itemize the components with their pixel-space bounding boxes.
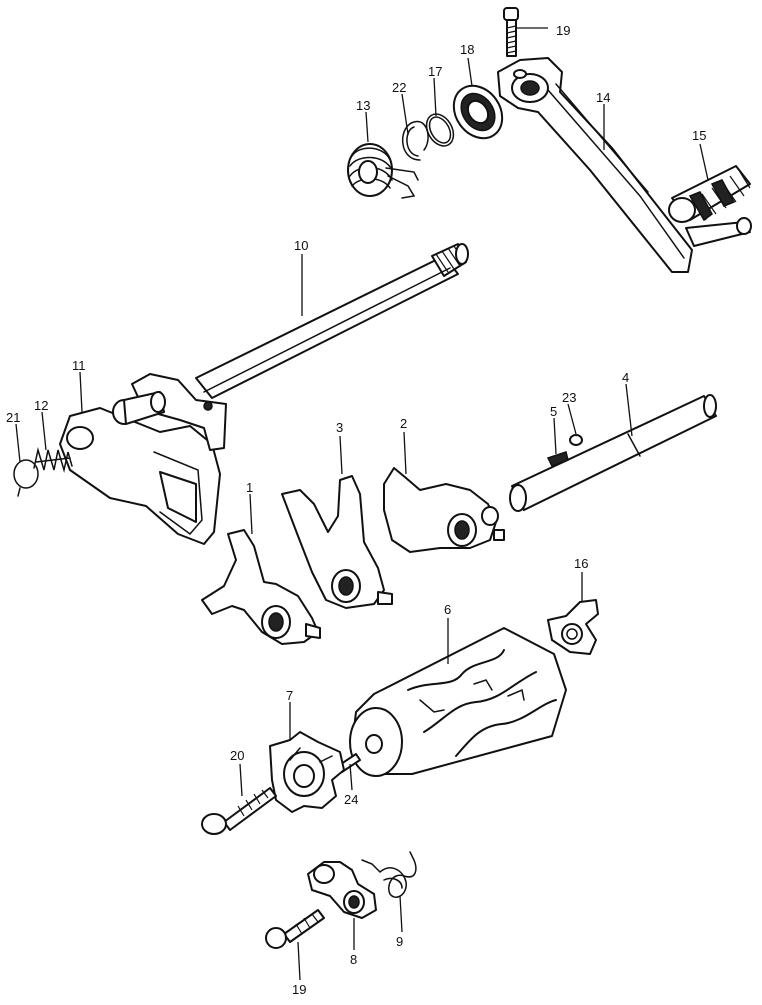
callout-4: 4: [622, 370, 629, 385]
part-8-stopper-arm: [307, 861, 377, 919]
callout-11: 11: [72, 358, 86, 373]
callout-5: 5: [550, 404, 557, 419]
callout-22: 22: [392, 80, 406, 95]
part-4-fork-shaft: [509, 394, 717, 512]
callout-13: 13: [356, 98, 370, 113]
part-17-o-ring: [425, 113, 455, 147]
callout-15: 15: [692, 128, 706, 143]
callout-6: 6: [444, 602, 451, 617]
part-15-pedal-rubber: [668, 165, 752, 247]
callout-20: 20: [230, 748, 244, 763]
callout-9: 9: [396, 934, 403, 949]
callout-7: 7: [286, 688, 293, 703]
part-11-shift-arm: [59, 373, 227, 545]
part-21-circlip: [13, 459, 39, 497]
callout-8: 8: [350, 952, 357, 967]
callout-23: 23: [562, 390, 576, 405]
part-22-circlip: [401, 120, 429, 161]
part-19-bottom-bolt: [265, 909, 325, 949]
callout-14: 14: [596, 90, 610, 105]
leader-lines: [15, 27, 709, 981]
callout-24: 24: [344, 792, 358, 807]
part-7-drum-center: [269, 731, 345, 813]
callout-17: 17: [428, 64, 442, 79]
part-9-stopper-spring: [361, 851, 417, 898]
callout-19-bottom: 19: [292, 982, 306, 997]
callout-3: 3: [336, 420, 343, 435]
callout-21: 21: [6, 410, 20, 425]
part-1-shift-fork: [201, 529, 321, 645]
part-16-drum-stopper: [547, 599, 599, 655]
callout-16: 16: [574, 556, 588, 571]
callout-12: 12: [34, 398, 48, 413]
part-23-pin: [569, 434, 583, 446]
part-13-return-spring: [347, 143, 419, 199]
part-5-spring: [546, 451, 569, 467]
part-2-shift-fork: [383, 467, 505, 553]
callout-10: 10: [294, 238, 308, 253]
callout-1: 1: [246, 480, 253, 495]
part-18-oil-seal: [452, 84, 504, 140]
callout-19-top: 19: [556, 23, 570, 38]
part-14-shift-pedal: [497, 57, 693, 273]
part-20-bolt: [201, 787, 277, 835]
part-12-spring: [33, 447, 73, 473]
callout-labels: 19 18 17 22 13 14 15 10 11 21 12 4 23 5 …: [6, 23, 706, 997]
part-19-top-bolt: [503, 7, 519, 57]
part-6-shift-drum: [349, 627, 567, 777]
part-3-shift-fork: [281, 475, 393, 609]
part-10-shift-spindle: [195, 243, 469, 399]
callout-2: 2: [400, 416, 407, 431]
callout-18: 18: [460, 42, 474, 57]
